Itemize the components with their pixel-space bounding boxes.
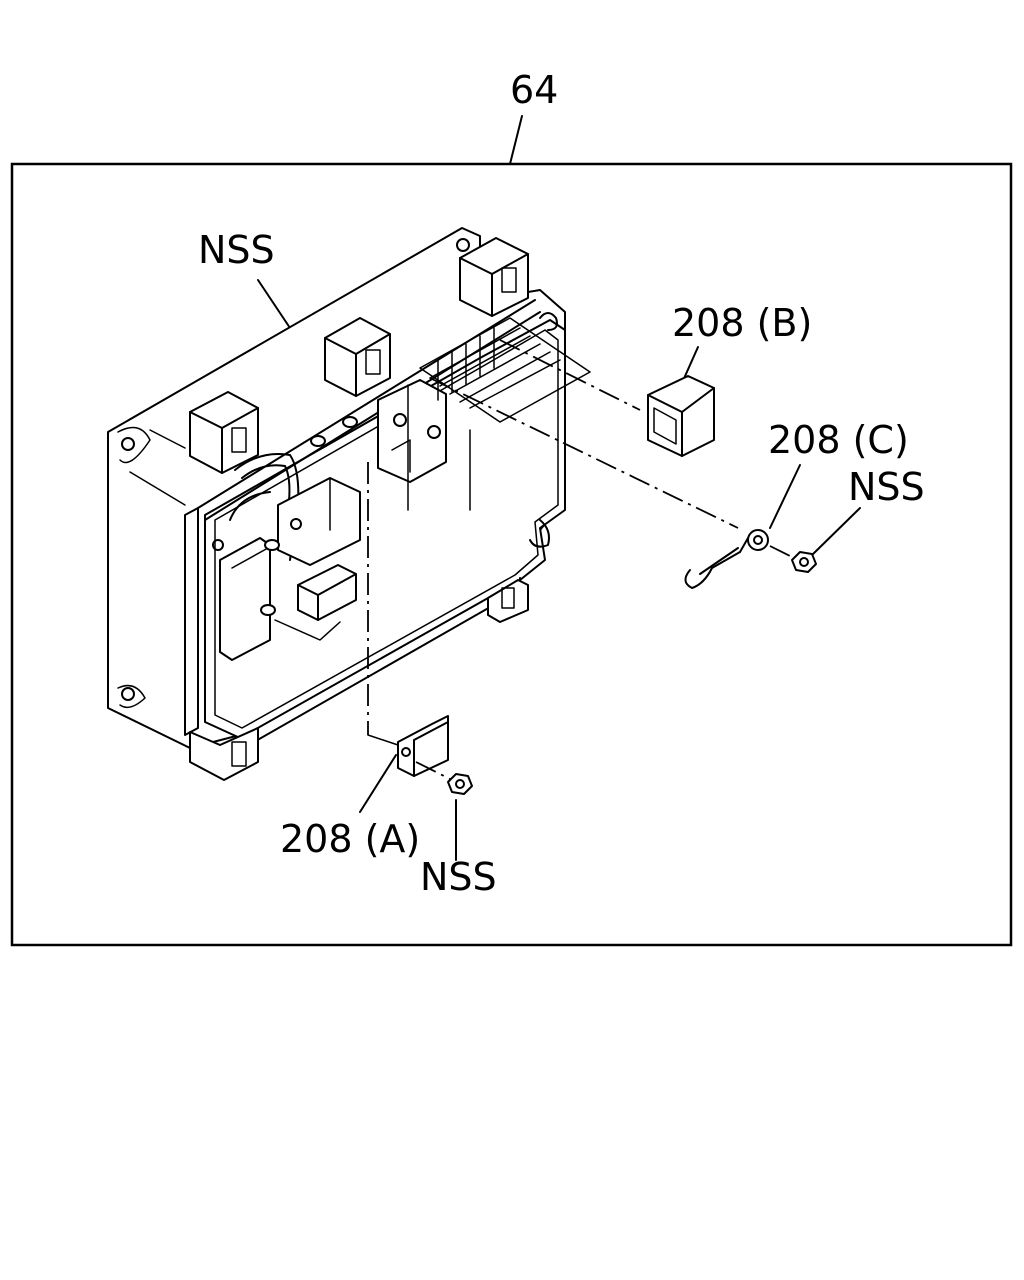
callout-nss-bottom: NSS — [420, 855, 497, 899]
callout-nss-top: NSS — [198, 228, 275, 272]
diagram-frame — [10, 162, 1013, 947]
callout-64: 64 — [510, 68, 558, 112]
guide-lines — [367, 339, 739, 746]
callout-208b: 208 (B) — [672, 301, 812, 345]
callout-nss-right: NSS — [848, 465, 925, 509]
nut-bottom — [447, 773, 473, 795]
ring-terminal-208c — [684, 529, 791, 589]
top-tabs — [189, 237, 529, 781]
nut-right — [791, 551, 817, 573]
connector-208b — [647, 375, 715, 457]
callout-208c: 208 (C) — [768, 418, 909, 462]
internal-components — [212, 317, 591, 661]
callout-208a: 208 (A) — [280, 817, 420, 861]
bracket-208a — [397, 715, 453, 781]
